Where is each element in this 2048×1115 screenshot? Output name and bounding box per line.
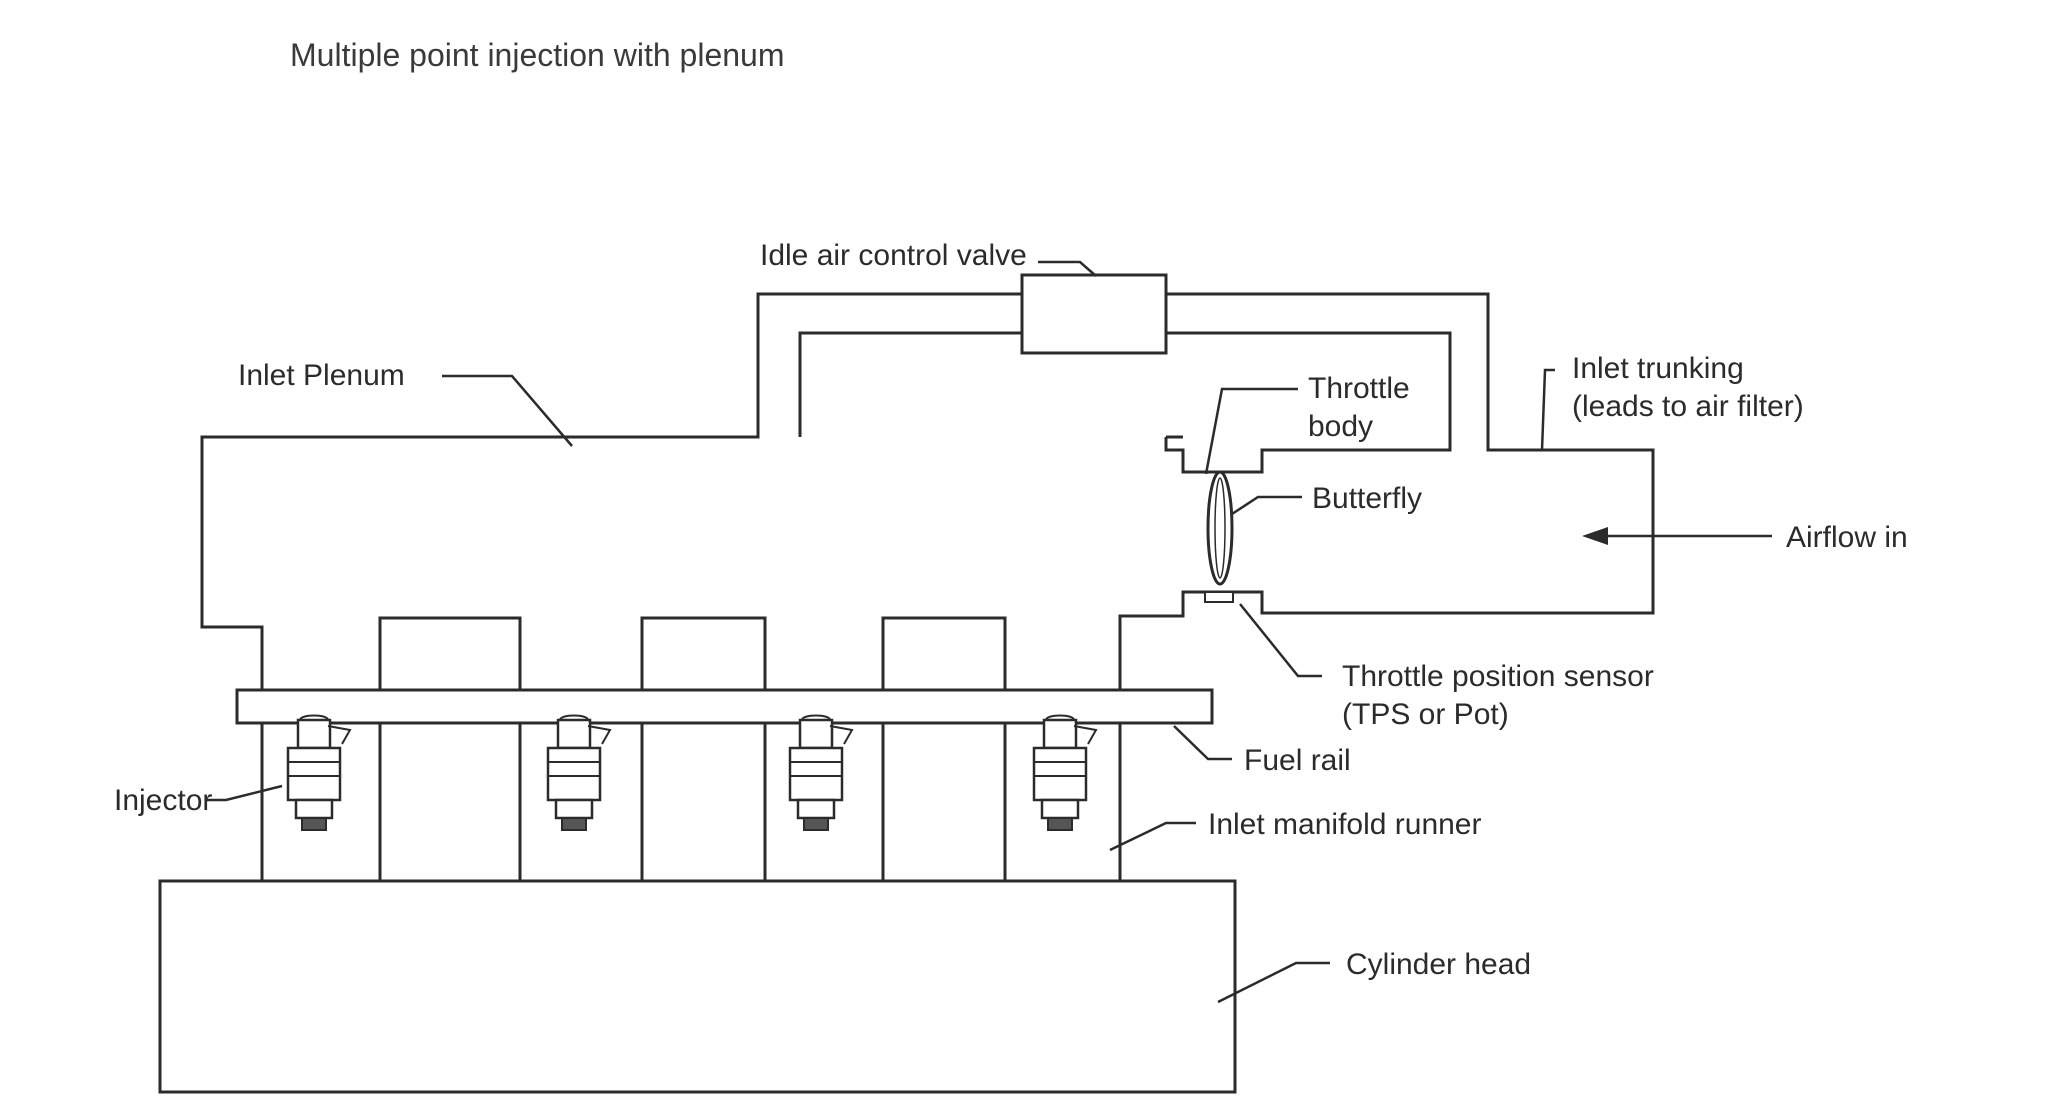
label-idle-air-control-valve: Idle air control valve <box>760 239 1027 272</box>
inlet-plenum-outline <box>200 292 1655 881</box>
label-throttle-body: Throttle <box>1308 372 1410 405</box>
label-inlet-plenum: Inlet Plenum <box>238 359 405 392</box>
leader-inlet-trunking <box>1540 368 1555 451</box>
label-throttle-body-2: body <box>1308 410 1373 443</box>
idle-air-control-valve <box>1020 273 1168 355</box>
label-throttle-position-sensor-2: (TPS or Pot) <box>1342 698 1509 731</box>
bypass-passage <box>798 331 1452 474</box>
injector-icon <box>1032 714 1098 831</box>
label-fuel-rail: Fuel rail <box>1244 744 1351 777</box>
runner-divider-1 <box>378 616 522 881</box>
runner-divider-3 <box>881 616 1007 881</box>
butterfly-valve-icon <box>1206 470 1234 586</box>
diagram-title: Multiple point injection with plenum <box>290 37 784 73</box>
leader-idle-air <box>1038 260 1097 277</box>
label-cylinder-head: Cylinder head <box>1346 948 1531 981</box>
label-inlet-trunking-note: (leads to air filter) <box>1572 390 1804 423</box>
leader-throttle-body <box>1204 387 1298 475</box>
leader-butterfly <box>1231 495 1302 516</box>
cylinder-head <box>158 879 1237 1094</box>
leader-tps <box>1239 603 1322 678</box>
label-injector: Injector <box>114 784 212 817</box>
throttle-position-sensor <box>1204 591 1234 603</box>
runner-divider-2 <box>640 616 767 881</box>
injector-icon <box>546 714 612 831</box>
injector-icon <box>788 714 854 831</box>
airflow-arrow-icon <box>1582 527 1772 545</box>
label-throttle-position-sensor: Throttle position sensor <box>1342 660 1654 693</box>
leader-inlet-plenum <box>442 374 573 447</box>
label-butterfly: Butterfly <box>1312 482 1422 515</box>
fuel-rail <box>235 688 1214 725</box>
leader-fuel-rail <box>1173 725 1232 761</box>
leader-cylinder-head <box>1217 961 1330 1004</box>
leader-injector <box>205 784 283 802</box>
label-inlet-trunking: Inlet trunking <box>1572 352 1744 385</box>
label-airflow-in: Airflow in <box>1786 521 1908 554</box>
label-inlet-manifold-runner: Inlet manifold runner <box>1208 808 1482 841</box>
injector-icon <box>286 714 352 831</box>
leader-inlet-manifold-runner <box>1109 821 1196 852</box>
